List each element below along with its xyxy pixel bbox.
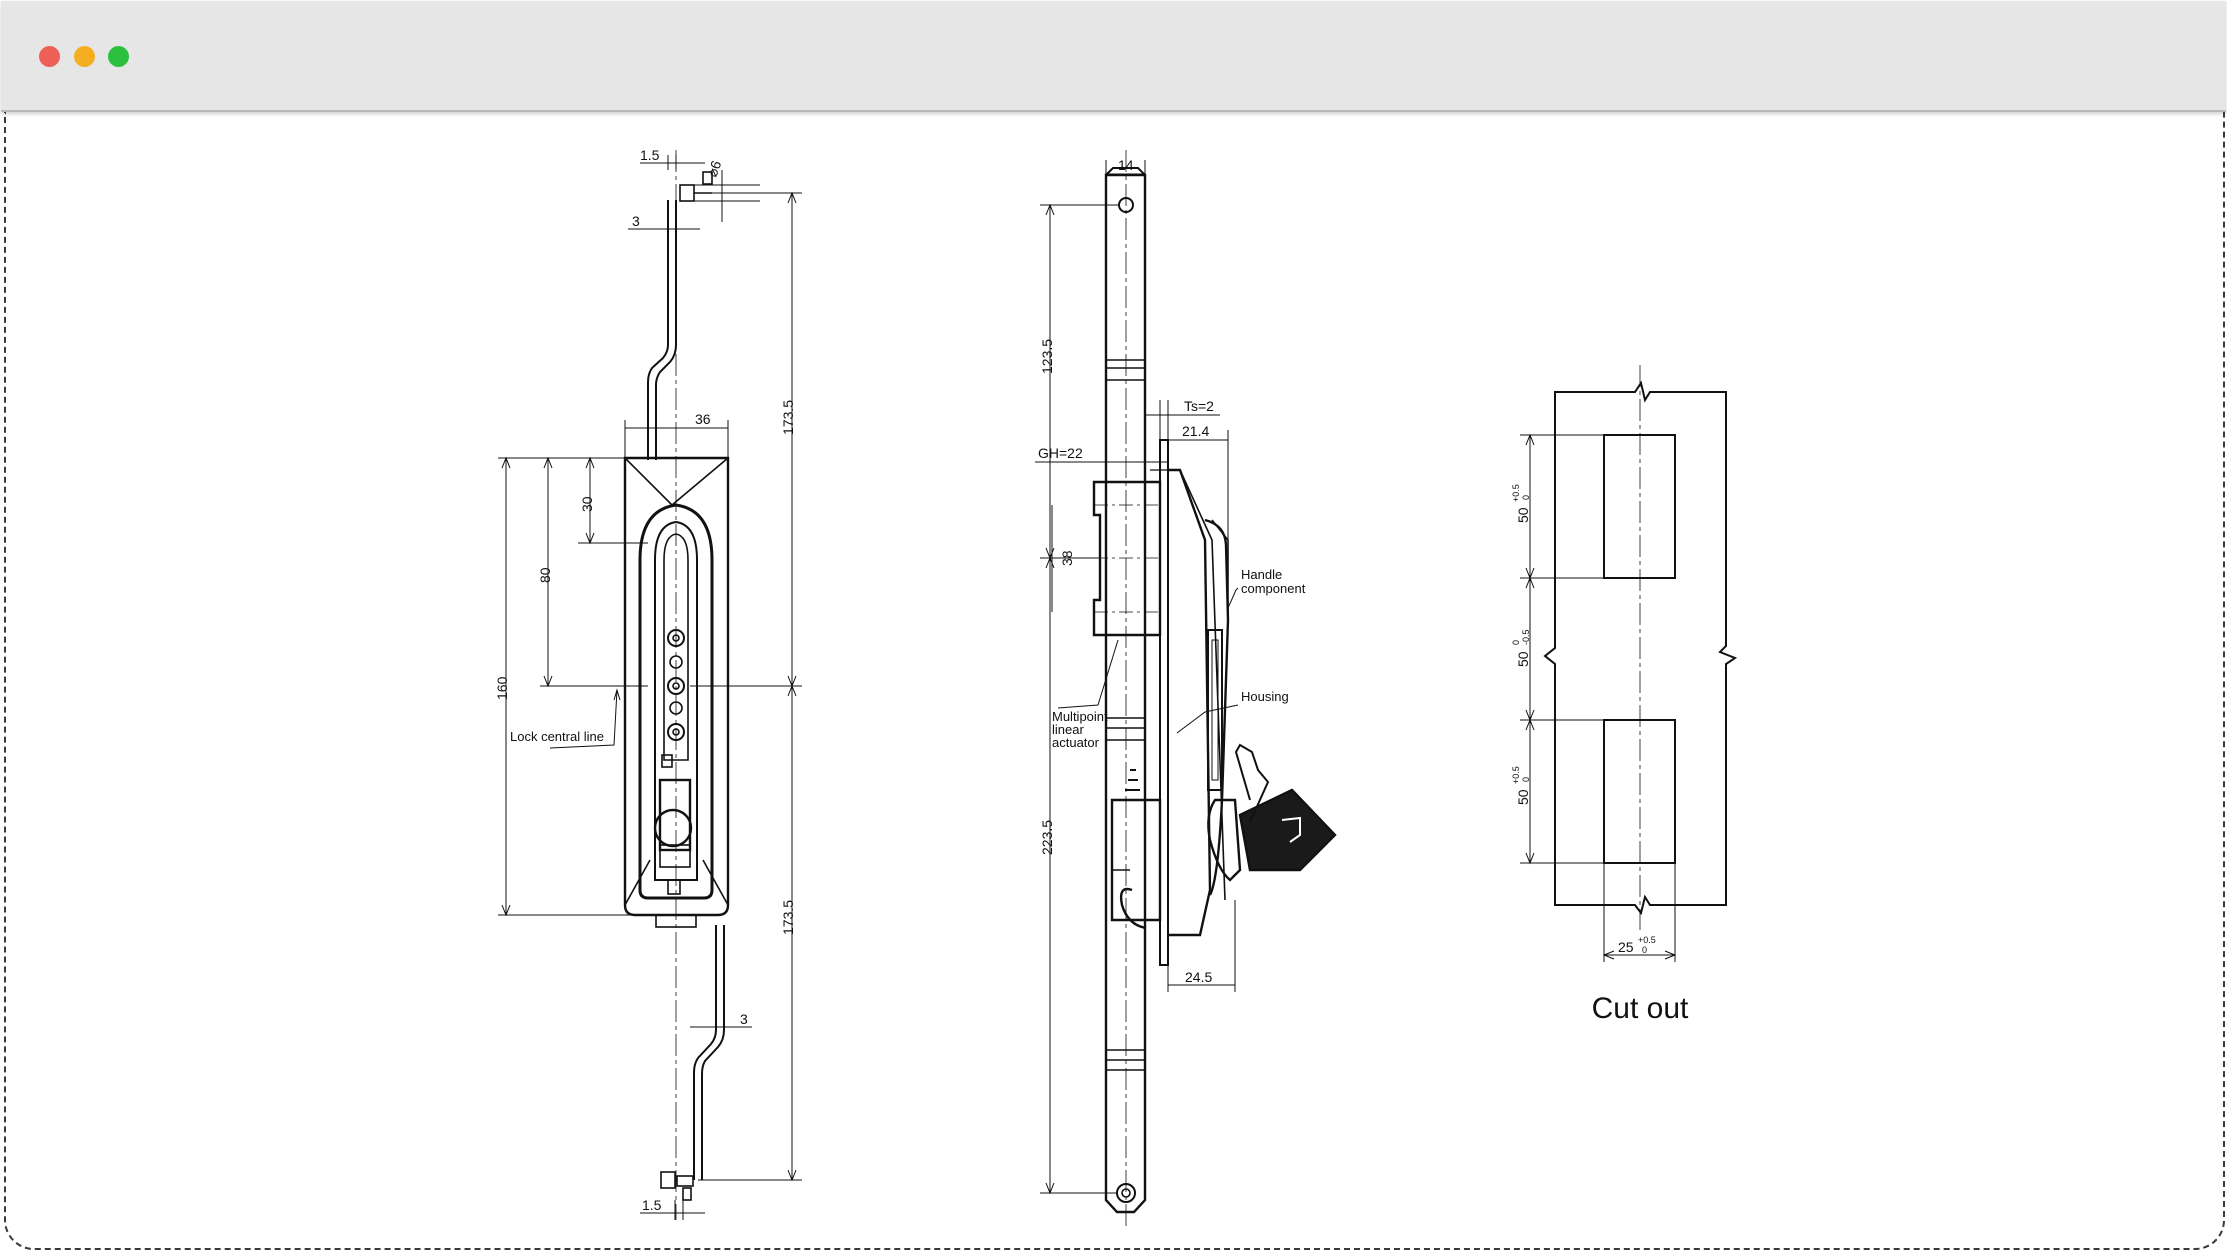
dim-phi-6: ⌀6 (704, 158, 725, 179)
front-handle (638, 503, 714, 900)
cutout-lower-slot (1603, 719, 1676, 864)
side-bar (1104, 173, 1147, 1214)
dim-3-bottom: 3 (740, 1011, 748, 1027)
dim-223-5: 223.5 (1039, 820, 1055, 855)
cutout-view: 50 +0.5 0 50 0 -0.5 50 +0.5 0 25 +0.5 0 … (1511, 365, 1738, 1025)
dim-24-5: 24.5 (1185, 969, 1212, 985)
dim-50-mid-tol-upper: 0 (1511, 640, 1521, 645)
dim-3-top: 3 (632, 213, 640, 229)
dim-38: 38 (1059, 550, 1075, 566)
dim-50-bottom-tol-lower: 0 (1521, 777, 1531, 782)
dim-80: 80 (537, 567, 553, 583)
dim-50-top-tol-lower: 0 (1521, 495, 1531, 500)
cutout-panel (1543, 380, 1738, 916)
window-titlebar (1, 1, 2226, 112)
label-actuator-line1: Multipoint (1052, 709, 1108, 724)
dim-1-5-top: 1.5 (640, 147, 660, 163)
front-view: 1.5 ⌀6 3 36 173.5 173.5 30 80 160 (494, 147, 802, 1220)
dim-173-5-bottom: 173.5 (780, 900, 796, 935)
label-handle-line2: component (1241, 581, 1306, 596)
label-actuator-line3: actuator (1052, 735, 1100, 750)
dim-160: 160 (494, 676, 510, 700)
cutout-title: Cut out (1592, 992, 1689, 1025)
label-housing: Housing (1241, 689, 1289, 704)
side-housing (1168, 468, 1212, 937)
window-maximize-button[interactable] (108, 46, 129, 67)
dim-50-bottom-tol-upper: +0.5 (1511, 766, 1521, 784)
dim-gh-22: GH=22 (1038, 445, 1083, 461)
side-key-head (1238, 788, 1337, 872)
front-top-pin (679, 184, 695, 202)
cutout-upper-slot (1603, 434, 1676, 579)
dim-173-5-top: 173.5 (780, 400, 796, 435)
dim-25-tol-upper: +0.5 (1638, 935, 1656, 945)
label-lock-central-line: Lock central line (510, 729, 604, 744)
dim-50-mid-tol-lower: -0.5 (1521, 629, 1531, 645)
dim-14: 14 (1118, 157, 1134, 173)
dim-50-bottom: 50 (1515, 789, 1531, 805)
dim-25-tol-lower: 0 (1642, 945, 1647, 955)
front-upper-rod (647, 200, 669, 460)
dim-123-5: 123.5 (1039, 339, 1055, 374)
window-minimize-button[interactable] (74, 46, 95, 67)
label-handle-line1: Handle (1241, 567, 1282, 582)
dim-50-mid: 50 (1515, 651, 1531, 667)
dim-50-top-tol-upper: +0.5 (1511, 484, 1521, 502)
dim-1-5-bottom: 1.5 (642, 1197, 662, 1213)
dim-21-4: 21.4 (1182, 423, 1209, 439)
front-top-bracket (702, 171, 713, 185)
drawing-frame (4, 112, 2225, 1250)
dim-30: 30 (579, 496, 595, 512)
window-close-button[interactable] (39, 46, 60, 67)
dim-50-top: 50 (1515, 507, 1531, 523)
dim-25: 25 (1618, 939, 1634, 955)
side-view: 14 123.5 223.5 Ts=2 21.4 GH=22 38 24.5 H… (1035, 150, 1337, 1230)
label-actuator-line2: linear (1052, 722, 1084, 737)
dim-ts-2: Ts=2 (1184, 398, 1214, 414)
front-housing (623, 456, 730, 917)
dim-36: 36 (695, 411, 711, 427)
